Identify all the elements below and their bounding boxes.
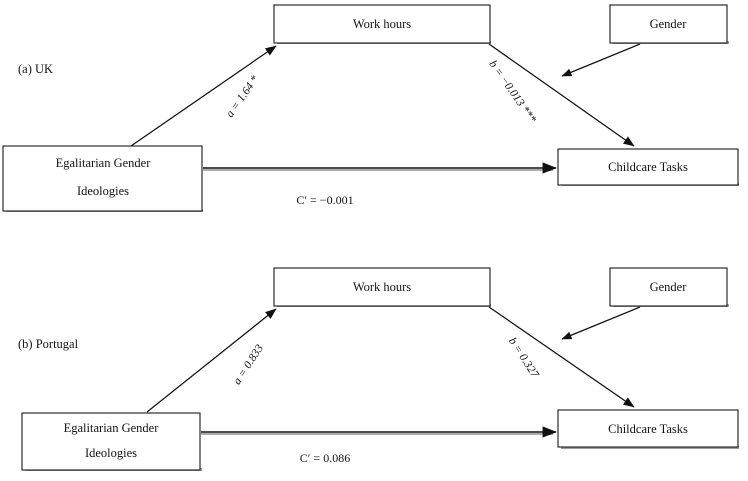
path-b-arrow-portugal [488, 306, 635, 408]
work-hours-box-uk [273, 4, 491, 44]
outcome-box-portugal [557, 409, 739, 448]
panel-portugal: (b) Portugal Work hours Gender Egalitari… [18, 267, 739, 471]
gender-box-portugal [609, 267, 728, 307]
path-a-label-portugal: a = 0.833 [231, 342, 266, 387]
work-hours-label-uk: Work hours [353, 17, 411, 31]
path-a-arrow-portugal [146, 308, 277, 413]
gender-label-portugal: Gender [650, 280, 688, 294]
panel-caption-portugal: (b) Portugal [18, 337, 79, 351]
predictor-label-line2-portugal: Ideologies [85, 446, 137, 460]
outcome-box-uk [557, 148, 739, 186]
path-a-label-uk: a = 1.64 * [224, 73, 262, 119]
panel-uk: (a) UK Work hours Gender Egalitarian Gen… [2, 4, 739, 212]
path-b-label-uk: b = −0.013 *** [486, 58, 538, 125]
path-gender-arrow-portugal [561, 306, 641, 340]
outcome-label-uk: Childcare Tasks [608, 160, 688, 174]
predictor-box-portugal [21, 412, 201, 471]
path-c-label-uk: C′ = −0.001 [296, 193, 353, 207]
predictor-label-line1-uk: Egalitarian Gender [56, 156, 152, 170]
predictor-label-line2-uk: Ideologies [77, 184, 129, 198]
path-a-arrow-uk [130, 45, 277, 147]
path-c-label-portugal: C′ = 0.086 [300, 451, 350, 465]
gender-label-uk: Gender [650, 17, 688, 31]
path-b-label-portugal: b = 0.327 [506, 336, 541, 381]
outcome-label-portugal: Childcare Tasks [608, 422, 688, 436]
path-b-arrow-uk [488, 43, 635, 147]
gender-box-uk [609, 4, 728, 44]
path-gender-arrow-uk [561, 43, 641, 77]
work-hours-label-portugal: Work hours [353, 280, 411, 294]
predictor-box-uk [2, 145, 203, 212]
work-hours-box-portugal [273, 267, 491, 307]
predictor-label-line1-portugal: Egalitarian Gender [64, 421, 160, 435]
panel-caption-uk: (a) UK [18, 62, 53, 76]
